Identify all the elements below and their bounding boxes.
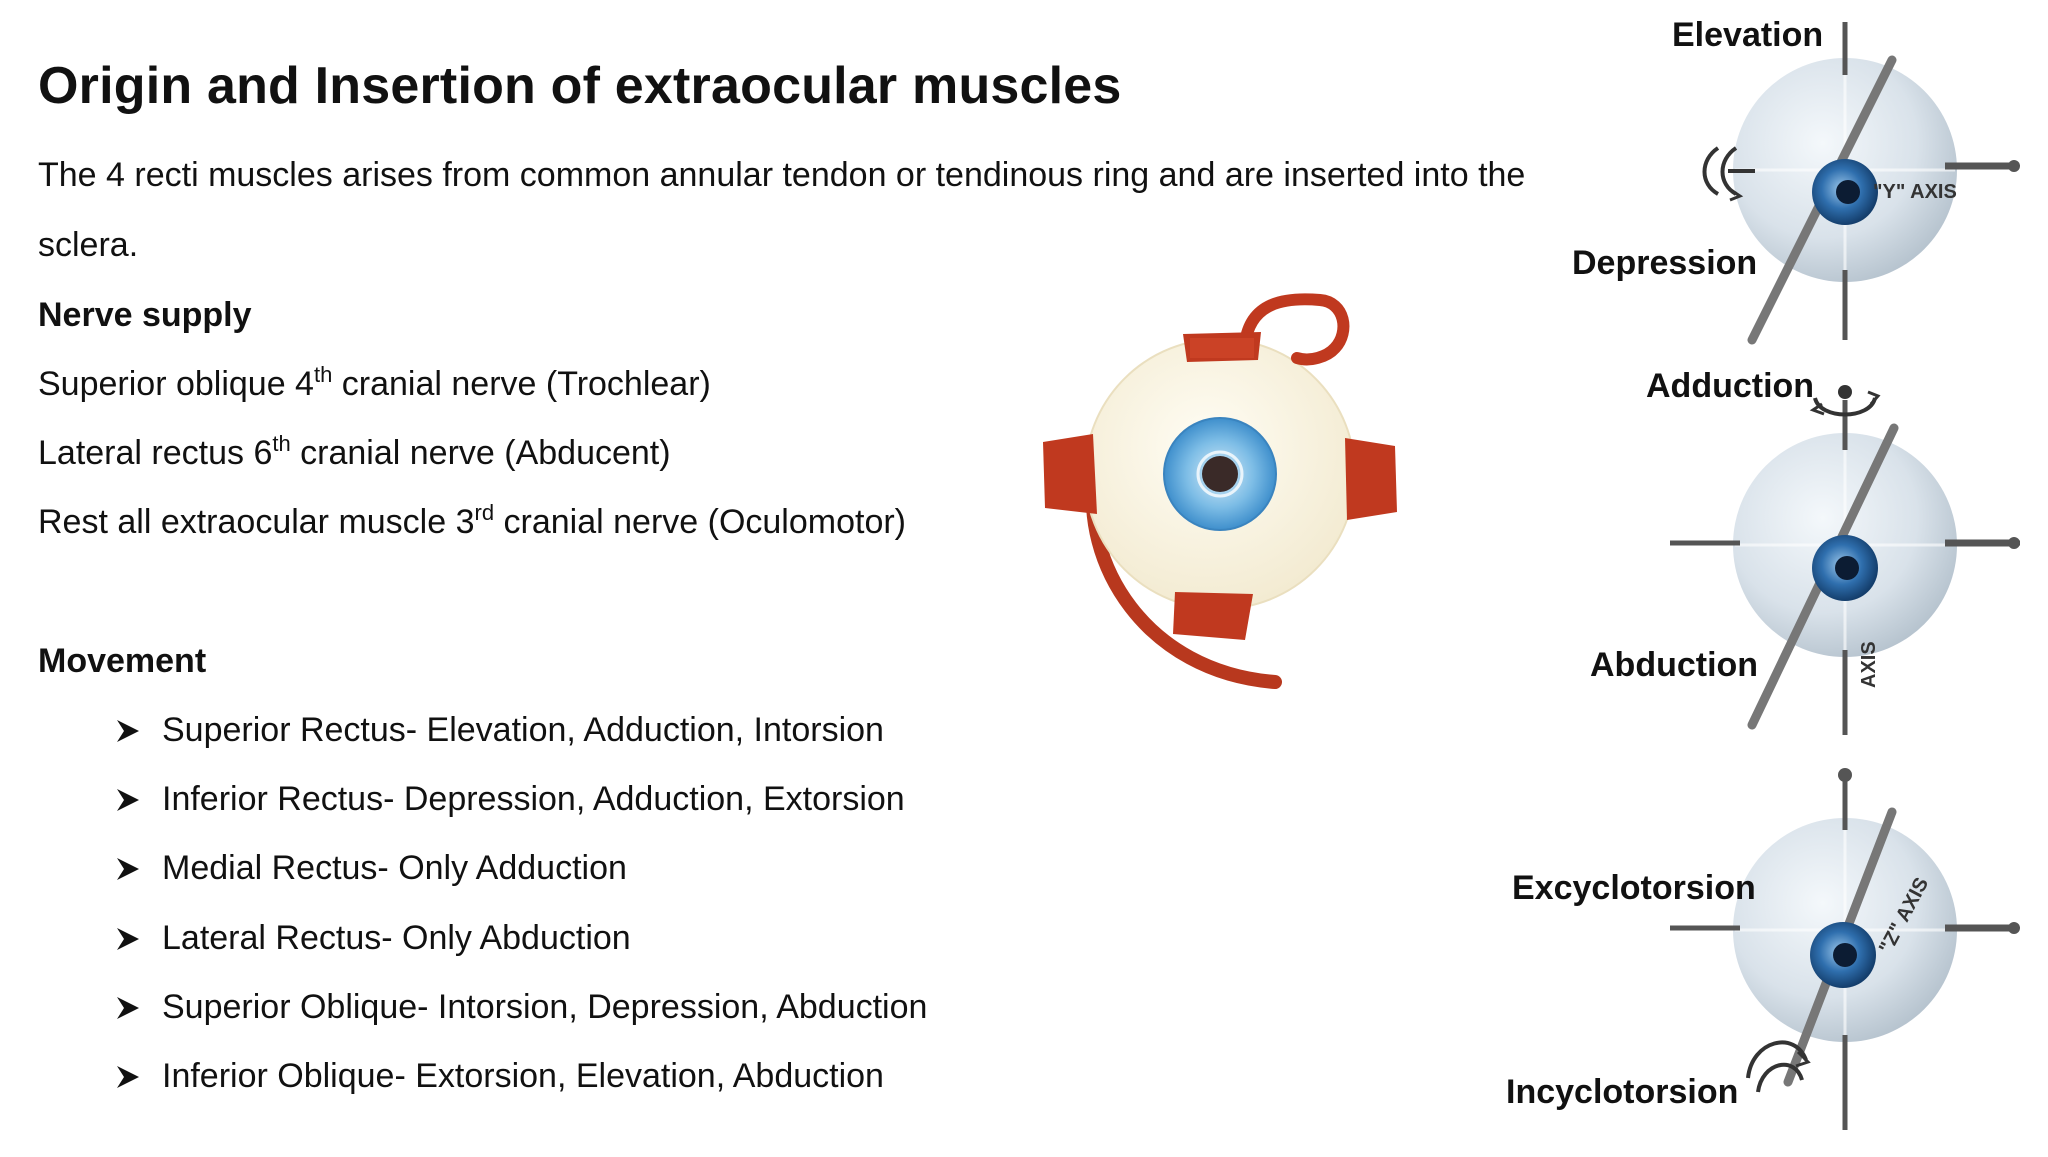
eye-rotation-diagram: "Y" AXIS Elevation Depression bbox=[1490, 0, 2048, 1157]
movement-text: Inferior Rectus- Depression, Adduction, … bbox=[162, 780, 905, 819]
movement-text: Lateral Rectus- Only Abduction bbox=[162, 918, 631, 957]
nerve-supply-heading: Nerve supply bbox=[38, 296, 252, 334]
arrowhead-bullet-icon bbox=[115, 710, 162, 744]
arrowhead-bullet-icon bbox=[115, 779, 162, 813]
excyclotorsion-label: Excyclotorsion bbox=[1512, 869, 1756, 907]
pupil bbox=[1202, 456, 1238, 492]
arrowhead-bullet-icon bbox=[115, 918, 162, 952]
elevation-label: Elevation bbox=[1672, 16, 1823, 54]
nerve-supply-text: cranial nerve (Abducent) bbox=[290, 434, 671, 472]
superior-oblique-tendon bbox=[1239, 293, 1350, 366]
x-axis-label: AXIS bbox=[1858, 641, 1880, 688]
nerve-supply-item: Lateral rectus 6th cranial nerve (Abduce… bbox=[38, 433, 671, 473]
intro-line-1: The 4 recti muscles arises from common a… bbox=[38, 156, 1526, 194]
x-axis-globe: AXIS bbox=[1670, 385, 2020, 735]
movement-text: Inferior Oblique- Extorsion, Elevation, … bbox=[162, 1056, 884, 1095]
movement-list: Superior Rectus- Elevation, Adduction, I… bbox=[115, 710, 927, 1125]
arrowhead-bullet-icon bbox=[115, 987, 162, 1021]
abduction-label: Abduction bbox=[1590, 646, 1758, 684]
nerve-supply-text: cranial nerve (Trochlear) bbox=[332, 365, 711, 403]
nerve-supply-item: Superior oblique 4th cranial nerve (Troc… bbox=[38, 364, 711, 404]
movement-text: Superior Oblique- Intorsion, Depression,… bbox=[162, 987, 928, 1026]
list-item: Superior Oblique- Intorsion, Depression,… bbox=[115, 987, 927, 1056]
list-item: Lateral Rectus- Only Abduction bbox=[115, 918, 927, 987]
arrowhead-bullet-icon bbox=[115, 848, 162, 882]
y-axis-label: "Y" AXIS bbox=[1873, 181, 1957, 203]
arrowhead-bullet-icon bbox=[115, 1056, 162, 1090]
ordinal-suffix: th bbox=[313, 362, 333, 387]
eye-muscles-illustration bbox=[1035, 262, 1405, 707]
list-item: Inferior Oblique- Extorsion, Elevation, … bbox=[115, 1056, 927, 1125]
y-axis-globe: "Y" AXIS bbox=[1702, 22, 2020, 345]
medial-rectus-muscle bbox=[1043, 434, 1097, 514]
movement-text: Medial Rectus- Only Adduction bbox=[162, 849, 627, 888]
incyclotorsion-label: Incyclotorsion bbox=[1506, 1073, 1738, 1111]
intro-line-2: sclera. bbox=[38, 226, 139, 264]
slide-title: Origin and Insertion of extraocular musc… bbox=[38, 57, 1122, 115]
ordinal-suffix: th bbox=[272, 431, 291, 456]
nerve-supply-text: Rest all extraocular muscle 3 bbox=[38, 503, 475, 541]
nerve-supply-text: cranial nerve (Oculomotor) bbox=[494, 503, 906, 541]
nerve-supply-item: Rest all extraocular muscle 3rd cranial … bbox=[38, 502, 906, 542]
z-axis-globe: "Z" AXIS bbox=[1670, 768, 2020, 1130]
list-item: Superior Rectus- Elevation, Adduction, I… bbox=[115, 710, 927, 779]
movement-heading: Movement bbox=[38, 642, 207, 680]
list-item: Medial Rectus- Only Adduction bbox=[115, 848, 927, 917]
inferior-rectus-muscle bbox=[1173, 592, 1253, 640]
list-item: Inferior Rectus- Depression, Adduction, … bbox=[115, 779, 927, 848]
depression-label: Depression bbox=[1572, 244, 1757, 282]
adduction-label: Adduction bbox=[1646, 367, 1814, 405]
nerve-supply-text: Superior oblique 4 bbox=[38, 365, 314, 403]
ordinal-suffix: rd bbox=[474, 500, 495, 525]
movement-text: Superior Rectus- Elevation, Adduction, I… bbox=[162, 711, 884, 749]
nerve-supply-text: Lateral rectus 6 bbox=[38, 434, 273, 472]
lateral-rectus-muscle bbox=[1345, 438, 1397, 520]
